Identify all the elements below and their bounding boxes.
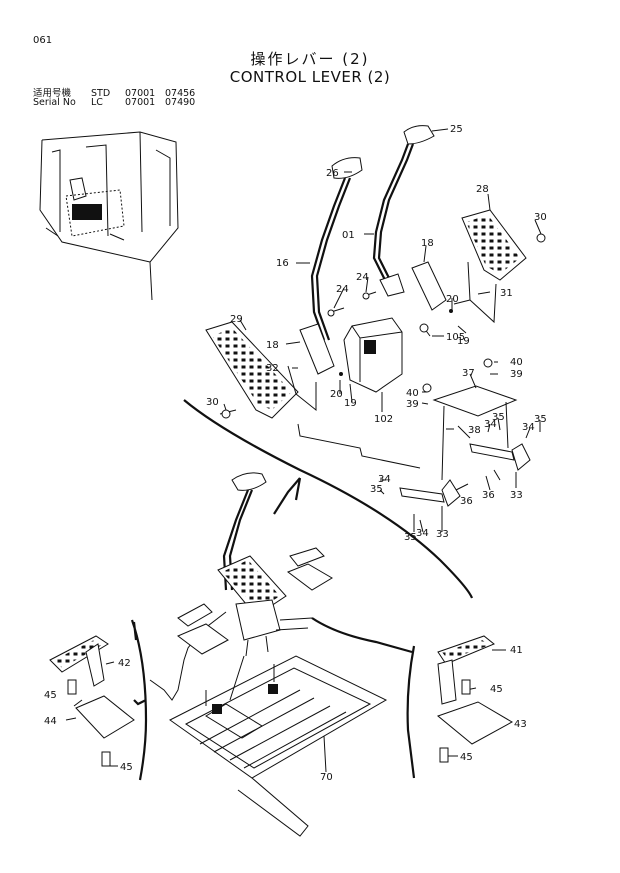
callout-19: 19: [344, 398, 357, 409]
applicability-type: STD: [91, 88, 111, 99]
callout-31: 31: [500, 288, 513, 299]
applicability-row: Serial No LC 07001 07490: [33, 97, 195, 108]
applicability-row: 适用号機 STD 07001 07456: [33, 85, 195, 99]
callout-35: 35: [492, 412, 505, 423]
callout-36: 36: [460, 496, 473, 507]
callout-24: 24: [336, 284, 349, 295]
callout-30: 30: [534, 212, 547, 223]
callout-42: 42: [118, 658, 131, 669]
cab-location-sketch: [39, 131, 179, 301]
group-boundaries: [130, 399, 474, 781]
callout-35: 35: [370, 484, 383, 495]
applicability-type: LC: [91, 97, 103, 108]
callout-38: 38: [468, 425, 481, 436]
callout-16: 16: [276, 258, 289, 269]
callout-45: 45: [490, 684, 503, 695]
callout-28: 28: [476, 184, 489, 195]
callout-25: 25: [450, 124, 463, 135]
callout-labels: 25 26 28 30 01 18 16 24 24 20 31 29 19 1…: [44, 124, 547, 783]
callout-70: 70: [320, 772, 333, 783]
applicability-label: 适用号機: [33, 88, 72, 99]
callout-39: 39: [510, 369, 523, 380]
callout-40: 40: [406, 388, 419, 399]
floor-assembly: [169, 472, 388, 837]
callout-32: 32: [266, 363, 279, 374]
callout-34: 34: [522, 422, 535, 433]
callout-24: 24: [356, 272, 369, 283]
callout-45: 45: [120, 762, 133, 773]
applicability-to: 07456: [165, 88, 196, 99]
callout-43: 43: [514, 719, 527, 730]
callout-105: 105: [446, 332, 465, 343]
callout-01: 01: [342, 230, 355, 241]
page-title-japanese: 操作レバー (2): [250, 50, 370, 68]
callout-45: 45: [44, 690, 57, 701]
right-pedal-inset: [436, 635, 514, 763]
callout-20: 20: [330, 389, 343, 400]
callout-34: 34: [378, 474, 391, 485]
callout-34: 34: [484, 419, 497, 430]
callout-33: 33: [510, 490, 523, 501]
callout-18: 18: [421, 238, 434, 249]
callout-44: 44: [44, 716, 57, 727]
callout-45: 45: [460, 752, 473, 763]
callout-39: 39: [406, 399, 419, 410]
left-pedal-inset: [49, 635, 135, 767]
callout-30: 30: [206, 397, 219, 408]
applicability-to: 07490: [165, 97, 196, 108]
leader-lines: [65, 128, 542, 773]
callout-26: 26: [326, 168, 339, 179]
callout-35: 35: [534, 414, 547, 425]
callout-19: 19: [457, 336, 470, 347]
callout-40: 40: [510, 357, 523, 368]
callout-33: 33: [436, 529, 449, 540]
page-title-english: CONTROL LEVER (2): [229, 68, 391, 86]
callout-34: 34: [416, 528, 429, 539]
applicability-label: Serial No: [33, 97, 76, 108]
callout-18: 18: [266, 340, 279, 351]
callout-20: 20: [446, 294, 459, 305]
page-number: 061: [33, 35, 53, 46]
callout-37: 37: [462, 368, 475, 379]
callout-41: 41: [510, 645, 523, 656]
applicability-from: 07001: [125, 97, 156, 108]
callout-36: 36: [482, 490, 495, 501]
lever-assembly: [205, 125, 546, 507]
applicability-from: 07001: [125, 88, 156, 99]
callout-35: 35: [404, 532, 417, 543]
callout-29: 29: [230, 314, 243, 325]
callout-102: 102: [374, 414, 393, 425]
